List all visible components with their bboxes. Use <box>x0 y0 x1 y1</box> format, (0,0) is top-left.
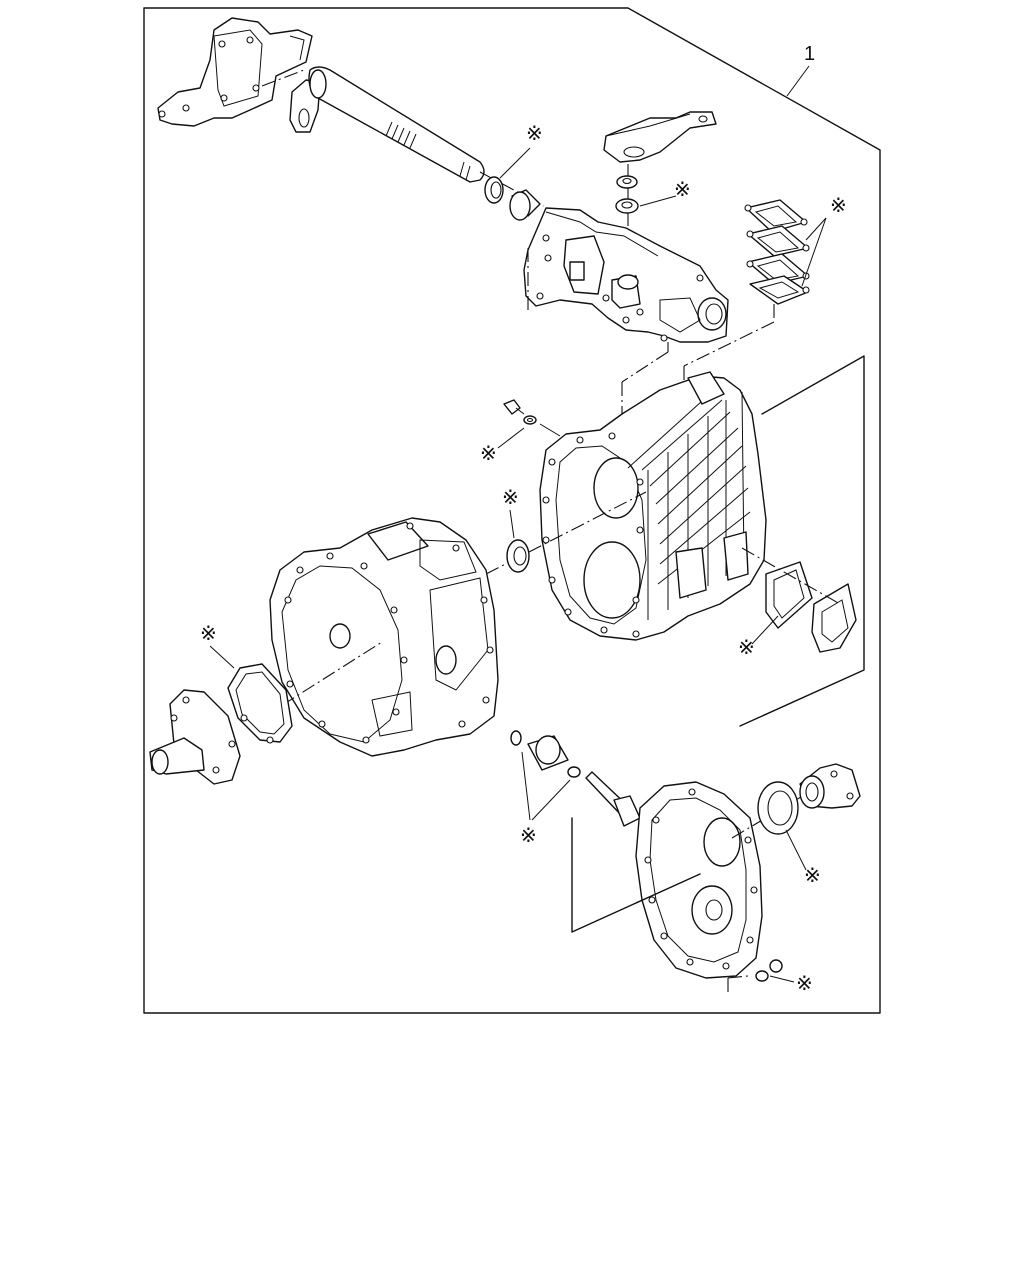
callout-leader-rear-seal <box>785 829 807 871</box>
callout-leader-washer <box>497 427 525 449</box>
bracket-oil-seal <box>615 198 639 214</box>
cover-gasket-upper <box>746 225 810 257</box>
callout-mark-side-gasket: ※ <box>738 637 755 659</box>
shift-shaft <box>308 66 485 183</box>
shaft-oil-seal <box>484 176 504 204</box>
callout-leader-gasket-2 <box>801 217 827 287</box>
callout-mark-input-seal: ※ <box>502 487 519 509</box>
shaft-bushing <box>509 189 541 221</box>
speedometer-sleeve <box>510 730 569 771</box>
rear-group-bracket <box>571 817 701 933</box>
assembly-number-leader <box>786 65 810 97</box>
drain-plug-centerline-b <box>727 975 749 979</box>
callout-leader-bracket-seal <box>639 195 677 207</box>
callout-mark-front-gasket: ※ <box>200 623 217 645</box>
shift-control-cover <box>523 207 729 343</box>
rear-oil-seal <box>757 781 799 835</box>
cover-plate-upper <box>744 199 808 233</box>
callout-leader-input-seal <box>509 509 515 539</box>
drain-plug <box>755 959 783 982</box>
callout-mark-washer: ※ <box>480 443 497 465</box>
assembly-frame <box>143 7 881 1014</box>
bracket-washer <box>616 175 638 189</box>
callout-leader-o-ring <box>531 779 571 821</box>
clutch-housing <box>269 517 499 757</box>
input-oil-seal <box>506 539 530 573</box>
callout-leader-shaft-seal <box>499 147 531 179</box>
case-group-bracket <box>739 355 865 727</box>
cover-gasket-lower <box>749 275 810 305</box>
callout-mark-cover-gaskets: ※ <box>830 195 847 217</box>
side-cover-gasket <box>765 561 813 629</box>
callout-leader-gasket-1 <box>805 217 827 241</box>
callout-leader-sleeve <box>521 751 531 821</box>
transmission-case <box>539 371 767 641</box>
callout-mark-shaft-seal: ※ <box>526 123 543 145</box>
shift-bracket <box>603 111 717 163</box>
callout-leader-side-gasket <box>751 615 779 645</box>
speedometer-driven-gear <box>585 771 641 827</box>
front-bearing-retainer <box>149 689 241 785</box>
output-flange <box>799 763 861 809</box>
cover-to-case-line-b <box>621 351 669 383</box>
washer-leader <box>539 423 561 437</box>
housing-centerline <box>261 69 305 87</box>
speedometer-o-ring <box>567 766 581 778</box>
shift-lever-housing <box>157 17 313 127</box>
side-cover-plate <box>811 583 857 653</box>
assembly-number-label: 1 <box>804 43 815 65</box>
callout-mark-bracket-seal: ※ <box>674 179 691 201</box>
sealing-washer <box>523 415 537 425</box>
callout-mark-speedometer: ※ <box>520 825 537 847</box>
callout-leader-drain-plug <box>769 975 795 983</box>
callout-leader-front-gasket <box>209 645 235 669</box>
cover-plate-lower <box>746 253 810 285</box>
rear-housing <box>635 781 763 979</box>
callout-mark-drain-plug: ※ <box>796 973 813 995</box>
side-cover-centerline <box>741 547 841 605</box>
front-cover-gasket <box>227 663 293 744</box>
bolt <box>503 399 525 415</box>
gasket-centerline-b <box>683 321 775 367</box>
callout-mark-rear-seal: ※ <box>804 865 821 887</box>
